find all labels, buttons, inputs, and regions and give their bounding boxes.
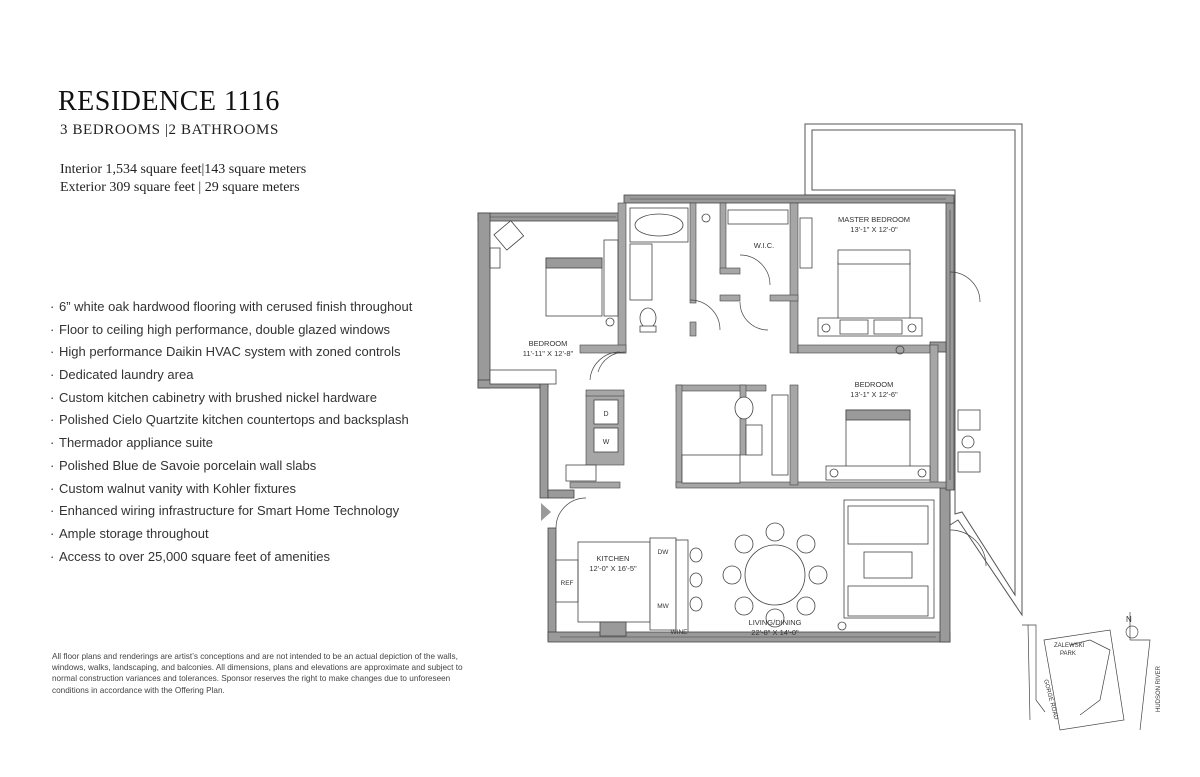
laundry-units [593, 399, 619, 453]
bedroom1-furniture [489, 220, 619, 385]
disclaimer-text: All floor plans and renderings are artis… [52, 652, 463, 695]
living-furniture [843, 499, 935, 619]
living-dining-dim: 22'-8" X 14'-0" [751, 628, 799, 637]
feature-item: ·Enhanced wiring infrastructure for Smar… [50, 503, 400, 519]
bathroom1-fixtures [629, 207, 711, 333]
microwave-label: MW [657, 603, 669, 610]
feature-item: ·High performance Daikin HVAC system wit… [50, 344, 401, 360]
feature-item: ·Custom walnut vanity with Kohler fixtur… [50, 480, 296, 496]
location-key-map [1022, 612, 1151, 731]
north-label: N [1126, 615, 1132, 624]
feature-item: ·Polished Blue de Savoie porcelain wall … [50, 457, 317, 473]
feature-item: ·Ample storage throughout [50, 525, 209, 541]
door-swings [555, 254, 987, 567]
bedroom2-dim: 13'-1" X 12'-6" [850, 390, 898, 399]
fridge-label: REF [561, 580, 574, 587]
dining-table [722, 522, 847, 631]
bedroom2-name: BEDROOM [855, 380, 894, 389]
walk-in-closet-label: W.I.C. [754, 241, 774, 250]
feature-item: ·Custom kitchen cabinetry with brushed n… [50, 389, 377, 405]
feature-item: ·Dedicated laundry area [50, 367, 194, 383]
washer-label: W [603, 439, 610, 446]
residence-title: RESIDENCE 1116 [58, 86, 280, 117]
interior-area: Interior 1,534 square feet|143 square me… [60, 162, 307, 177]
exterior-area: Exterior 309 square feet | 29 square met… [60, 180, 300, 195]
master-bedroom-dim: 13'-1" X 12'-0" [850, 225, 898, 234]
kitchen-fixtures [555, 464, 703, 637]
room-labels: MASTER BEDROOM 13'-1" X 12'-0" W.I.C. BE… [523, 215, 910, 637]
living-dining-name: LIVING/DINING [749, 618, 802, 627]
master-bedroom-name: MASTER BEDROOM [838, 215, 910, 224]
bed-bath-subtitle: 3 BEDROOMS |2 BATHROOMS [60, 122, 279, 138]
kitchen-dim: 12'-0" X 16'-5" [589, 564, 637, 573]
wine-fridge-label: WINE [671, 629, 689, 636]
bathroom2-fixtures [681, 396, 763, 484]
dryer-label: D [603, 411, 608, 418]
bedroom1-dim: 11'-11" X 12'-8" [523, 349, 574, 358]
gorge-road-label: GORGE ROAD [1042, 679, 1059, 721]
window-lines [490, 198, 951, 638]
bedroom1-name: BEDROOM [529, 339, 568, 348]
park-label-line1: ZALEWSKI [1054, 643, 1085, 649]
hudson-river-label: HUDSON RIVER [1156, 665, 1162, 712]
feature-item: ·Thermador appliance suite [50, 435, 213, 451]
dishwasher-label: DW [658, 549, 670, 556]
bedroom2-furniture [771, 394, 981, 481]
appliance-labels: D W REF DW MW WINE [561, 411, 689, 636]
feature-item: ·Floor to ceiling high performance, doub… [50, 321, 390, 337]
feature-item: ·Access to over 25,000 square feet of am… [50, 548, 330, 564]
park-label-line2: PARK [1060, 651, 1076, 657]
feature-list: ·6” white oak hardwood flooring with cer… [50, 296, 412, 568]
feature-item: ·6” white oak hardwood flooring with cer… [50, 299, 413, 314]
interior-walls [569, 202, 947, 489]
feature-item: ·Polished Cielo Quartzite kitchen counte… [50, 412, 409, 428]
master-furniture [727, 209, 923, 355]
kitchen-name: KITCHEN [597, 554, 630, 563]
entry-arrow-icon [541, 503, 551, 521]
